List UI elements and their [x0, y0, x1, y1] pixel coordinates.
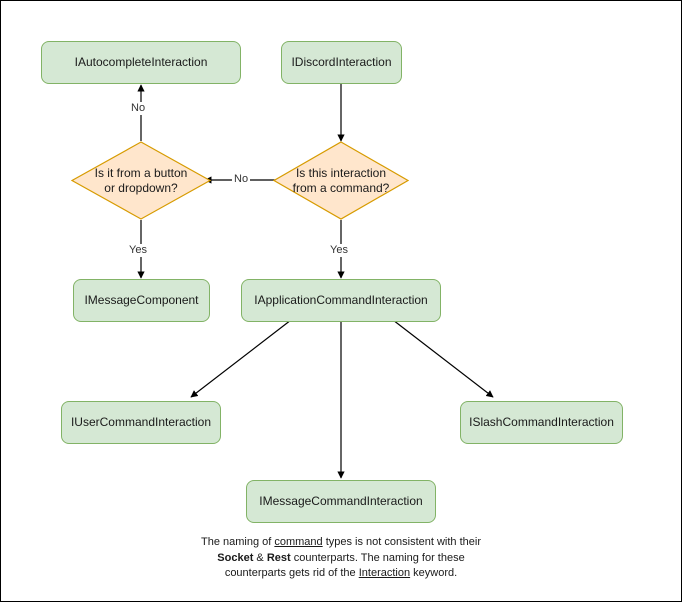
- edge-label-no-decision-button: No: [232, 173, 251, 186]
- node-label: ISlashCommandInteraction: [469, 415, 614, 429]
- node-label: IMessageCommandInteraction: [259, 494, 423, 508]
- node-label: Is this interaction from a command?: [292, 165, 390, 195]
- caption-text: The naming of: [200, 536, 275, 548]
- node-message-component[interactable]: IMessageComponent: [73, 279, 210, 322]
- diagram-caption: The naming of command types is not consi…: [1, 535, 681, 582]
- node-discord-interaction[interactable]: IDiscordInteraction: [281, 41, 402, 84]
- node-application-command-interaction[interactable]: IApplicationCommandInteraction: [241, 279, 441, 322]
- caption-line-3: counterparts gets rid of the Interaction…: [1, 566, 681, 582]
- node-label: Is it from a button or dropdown?: [94, 165, 188, 195]
- edge-appcmd-to-usercmd: [190, 319, 292, 398]
- caption-text: counterparts. The naming for these: [290, 551, 465, 564]
- caption-text: &: [253, 551, 267, 564]
- caption-bold-rest: Rest: [266, 551, 291, 564]
- edge-appcmd-to-slashcmd: [392, 319, 494, 398]
- decision-diamond-shape: [273, 141, 409, 220]
- node-label: IDiscordInteraction: [291, 55, 392, 69]
- node-decision-from-command[interactable]: Is this interaction from a command?: [273, 141, 409, 220]
- node-user-command-interaction[interactable]: IUserCommandInteraction: [61, 401, 221, 444]
- caption-line-2: Socket & Rest counterparts. The naming f…: [1, 551, 681, 567]
- caption-text: keyword.: [410, 567, 458, 579]
- node-label: IAutocompleteInteraction: [74, 55, 208, 69]
- node-message-command-interaction[interactable]: IMessageCommandInteraction: [246, 480, 436, 523]
- caption-bold-socket: Socket: [217, 551, 254, 564]
- node-slash-command-interaction[interactable]: ISlashCommandInteraction: [460, 401, 623, 444]
- caption-line-1: The naming of command types is not consi…: [1, 535, 681, 551]
- caption-underlined-command: command: [274, 536, 323, 548]
- edge-label-yes-message-component: Yes: [127, 244, 149, 257]
- node-decision-button-or-dropdown[interactable]: Is it from a button or dropdown?: [71, 141, 211, 220]
- caption-text: types is not consistent with their: [322, 536, 482, 548]
- edge-label-no-autocomplete: No: [129, 102, 148, 115]
- caption-text: counterparts gets rid of the: [224, 567, 359, 579]
- node-label: IMessageComponent: [84, 293, 199, 307]
- node-autocomplete-interaction[interactable]: IAutocompleteInteraction: [41, 41, 241, 84]
- edge-label-yes-appcmd: Yes: [328, 244, 350, 257]
- node-label: IApplicationCommandInteraction: [254, 293, 428, 307]
- decision-diamond-shape: [71, 141, 211, 220]
- caption-underlined-interaction: Interaction: [358, 567, 411, 579]
- node-label: IUserCommandInteraction: [70, 415, 212, 429]
